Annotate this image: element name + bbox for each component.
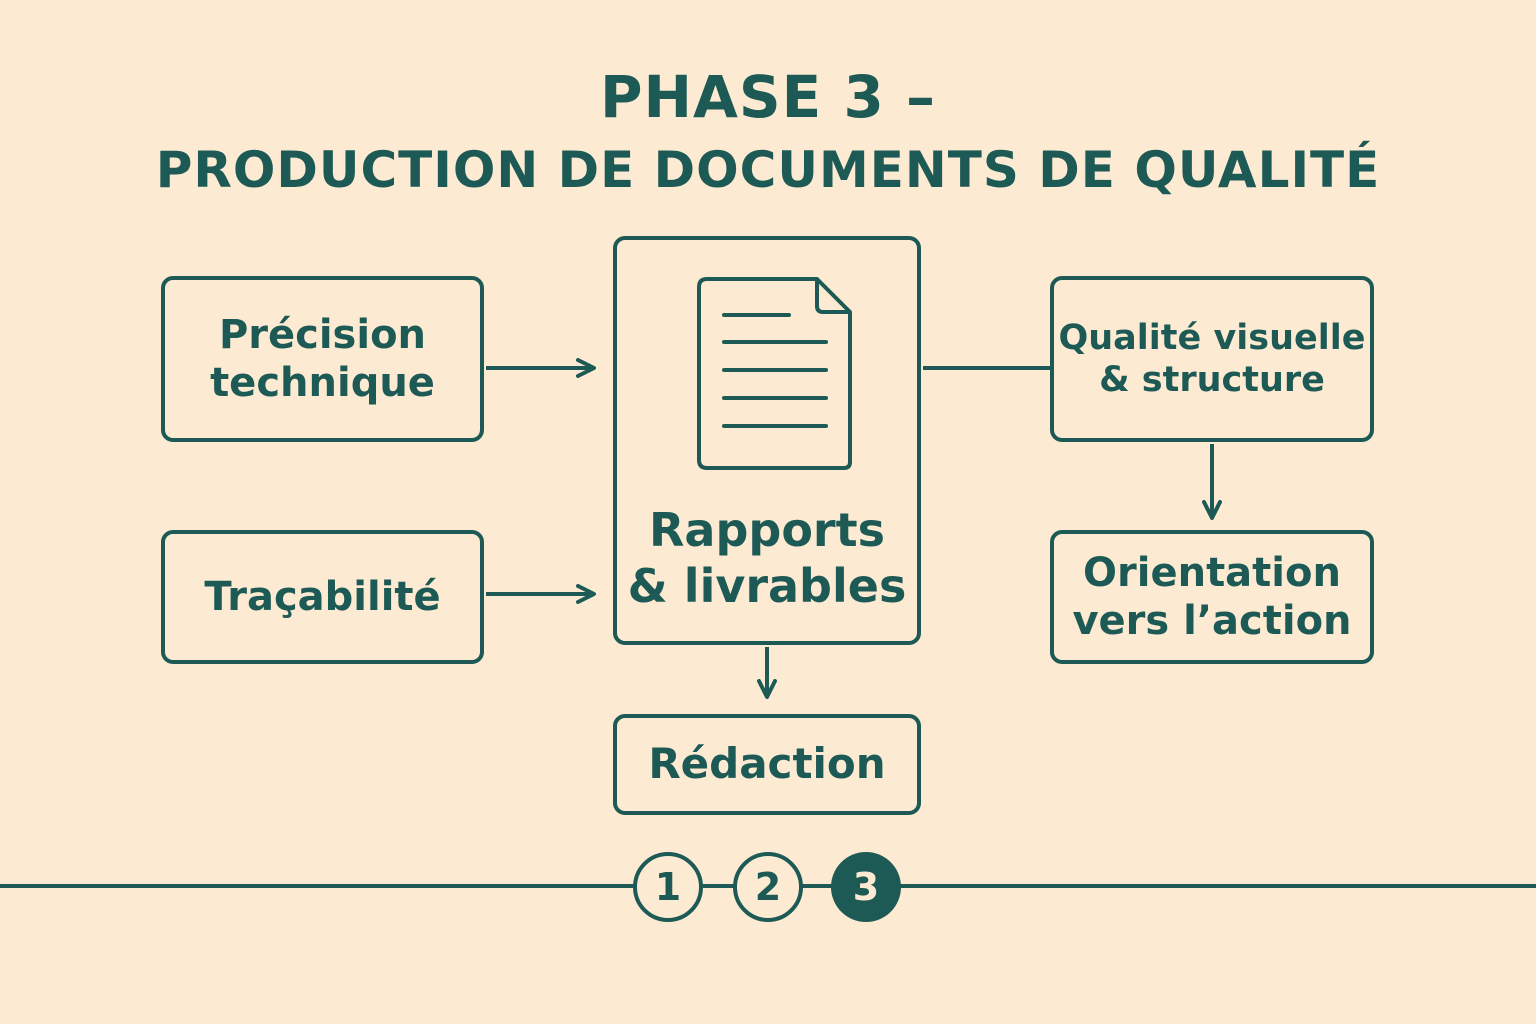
node-precision-technique: Précision technique [161,276,484,442]
node-tracabilite-label: Traçabilité [204,574,441,620]
node-orientation-label: Orientation vers l’action [1072,550,1352,644]
node-rapports-livrables: Rapports & livrables [613,236,921,645]
step-indicator-2: 2 [733,852,803,922]
node-qualite-label: Qualité visuelle & structure [1058,318,1366,400]
diagram-title: PHASE 3 – [599,63,937,131]
node-precision-label: Précision technique [210,312,435,406]
node-redaction-label: Rédaction [648,739,886,789]
diagram-subtitle: PRODUCTION DE DOCUMENTS DE QUALITÉ [155,141,1381,199]
step-indicator-3-current: 3 [831,852,901,922]
node-tracabilite: Traçabilité [161,530,484,664]
step-indicator-1: 1 [633,852,703,922]
node-qualite-visuelle: Qualité visuelle & structure [1050,276,1374,442]
node-central-label: Rapports & livrables [627,503,907,613]
node-orientation-action: Orientation vers l’action [1050,530,1374,664]
document-icon [697,277,852,470]
node-redaction: Rédaction [613,714,921,815]
